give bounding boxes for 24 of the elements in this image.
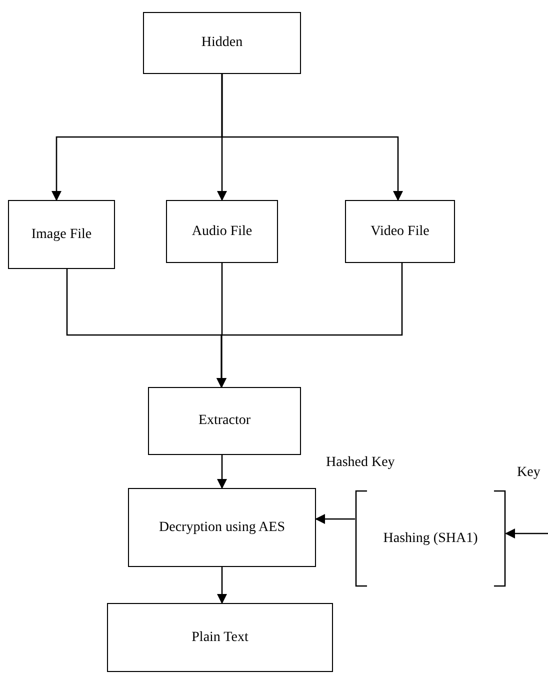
process-box: [107, 603, 333, 672]
process-box: [345, 200, 455, 263]
edge-label: Hashed Key: [326, 454, 395, 472]
arrow: [505, 528, 548, 538]
arrow: [216, 263, 403, 388]
arrow: [315, 514, 355, 524]
node-label: Video File: [370, 222, 430, 240]
process-box: [148, 387, 301, 455]
node-label: Hidden: [201, 34, 243, 52]
arrow: [217, 567, 227, 604]
process-box: [166, 200, 278, 263]
node-label: Extractor: [198, 412, 251, 430]
node-label: Decryption using AES: [159, 518, 285, 536]
arrow: [221, 74, 403, 201]
node-label: Hashing (SHA1): [383, 530, 478, 548]
process-box: [143, 12, 301, 74]
node-label: Audio File: [192, 222, 252, 240]
node-label: Image File: [31, 226, 92, 244]
process-box: [8, 200, 115, 269]
node-label: Plain Text: [192, 628, 248, 646]
arrow: [217, 455, 227, 489]
hashing-bracket: [355, 490, 506, 587]
process-box: [128, 488, 316, 567]
edge-label: Key: [517, 464, 540, 482]
